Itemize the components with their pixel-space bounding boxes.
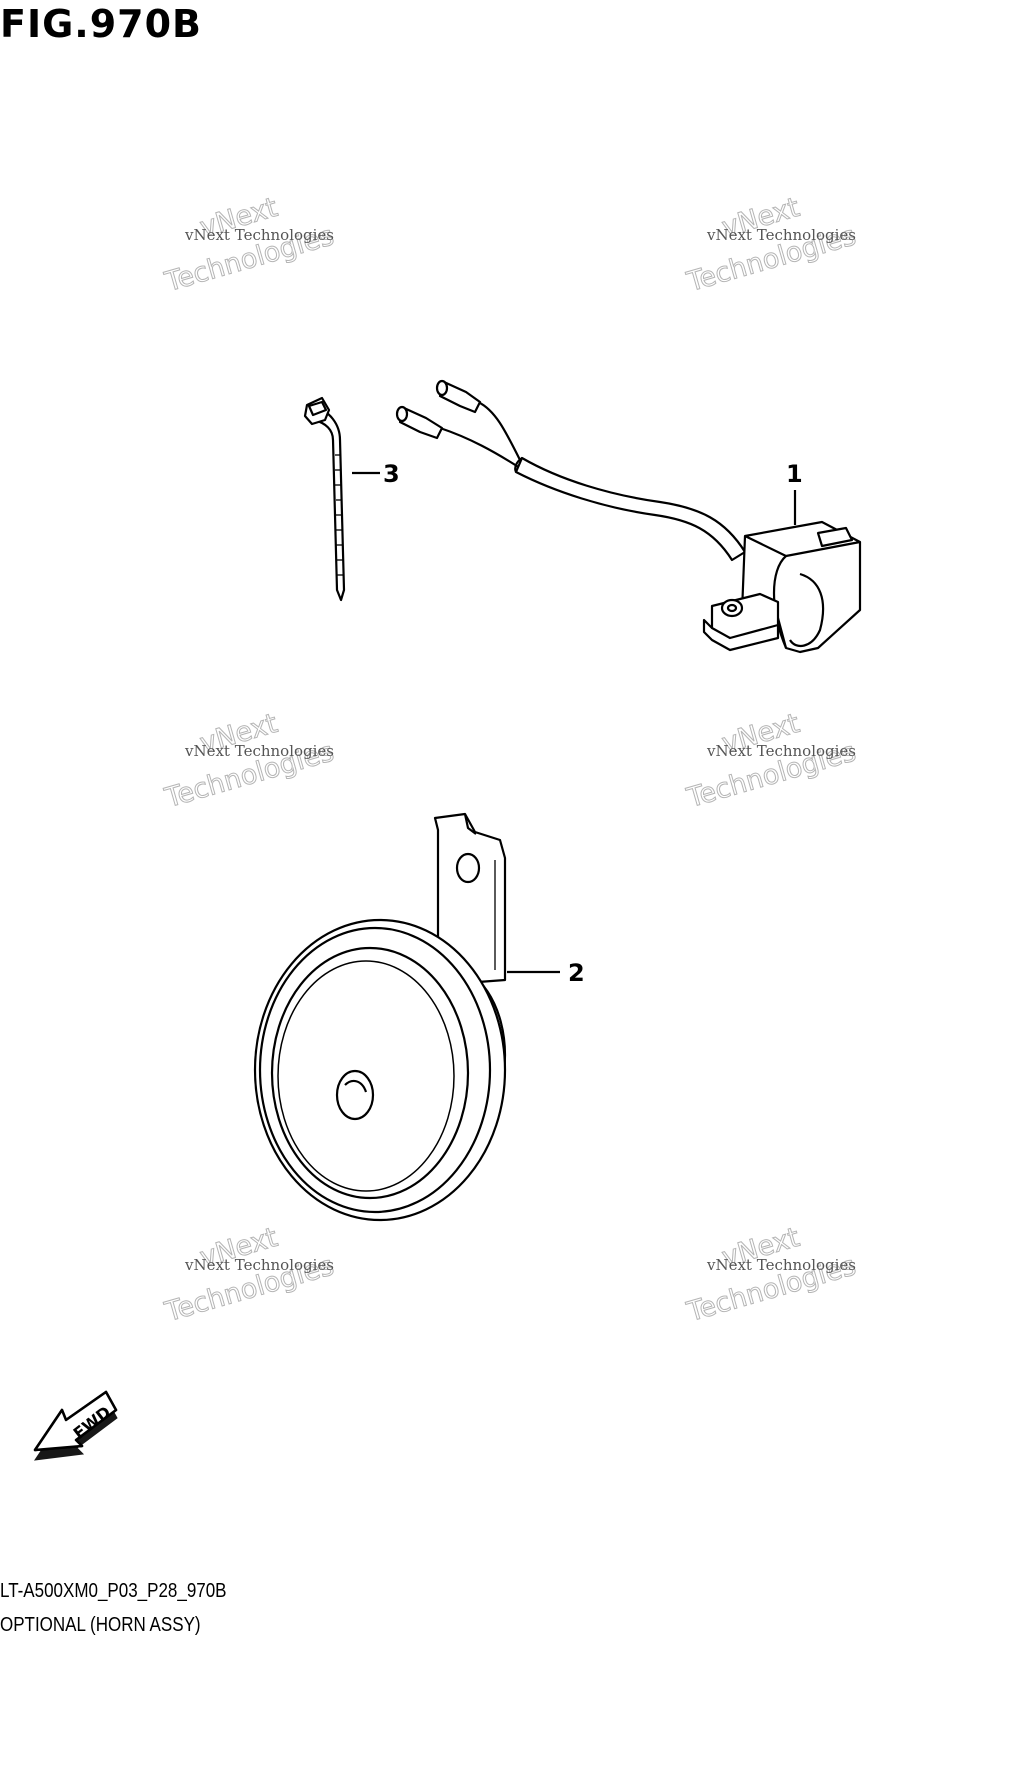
watermark-bottom-right: vNext Technologies vNext Technologies xyxy=(683,1221,860,1328)
watermark-mid-right: vNext Technologies vNext Technologies xyxy=(683,707,860,814)
horn-part xyxy=(253,812,560,1222)
horn-switch-part xyxy=(395,379,862,654)
watermark-top-left: vNext Technologies vNext Technologies xyxy=(161,191,338,298)
figure-code: LT-A500XM0_P03_P28_970B xyxy=(0,1580,227,1602)
svg-text:vNext Technologies: vNext Technologies xyxy=(184,226,334,244)
svg-text:vNext Technologies: vNext Technologies xyxy=(706,742,856,760)
svg-text:vNext Technologies: vNext Technologies xyxy=(184,1256,334,1274)
svg-text:vNext Technologies: vNext Technologies xyxy=(706,1256,856,1274)
watermark-mid-left: vNext Technologies vNext Technologies xyxy=(161,707,338,814)
callout-1: 1 xyxy=(786,460,803,488)
figure-title: FIG.970B xyxy=(0,2,203,46)
cable-tie-part xyxy=(303,396,380,602)
figure-description: OPTIONAL (HORN ASSY) xyxy=(0,1614,201,1636)
svg-text:vNext Technologies: vNext Technologies xyxy=(184,742,334,760)
watermark-top-right: vNext Technologies vNext Technologies xyxy=(683,191,860,298)
callout-2: 2 xyxy=(568,959,585,987)
cable-tie-teeth xyxy=(335,454,343,576)
fwd-arrow-icon: FWD xyxy=(33,1390,118,1461)
svg-text:vNext Technologies: vNext Technologies xyxy=(706,226,856,244)
watermark-bottom-left: vNext Technologies vNext Technologies xyxy=(161,1221,338,1328)
callout-3: 3 xyxy=(383,460,400,488)
